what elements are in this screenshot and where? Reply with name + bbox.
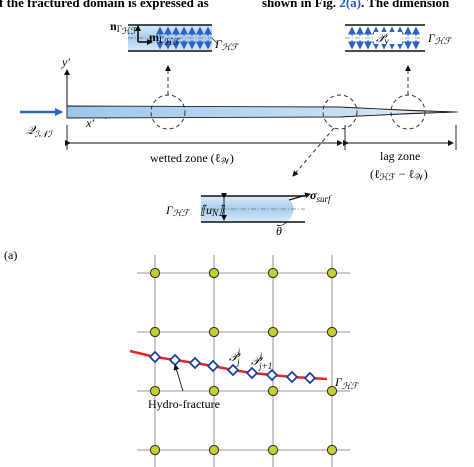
- leader-front: [292, 127, 335, 177]
- zoom-box-lag: 𝒫v Γℋℱ: [345, 24, 453, 52]
- grid-node: [208, 385, 220, 397]
- panel-a: y′ x′ 𝒬ℐ𝒩ℐ wetted zone (ℓ𝒲) lag zone (ℓℋ…: [4, 19, 460, 262]
- grid-node: [326, 444, 338, 456]
- surface-tension-label: σsurf: [310, 188, 332, 204]
- fracture-node: [226, 363, 240, 377]
- header-right-text: shown in Fig. 2(a). The dimension: [262, 0, 450, 10]
- grid-nodes: [149, 267, 338, 456]
- wetted-zone-label: wetted zone (ℓ𝒲): [150, 151, 234, 166]
- grid-node: [208, 444, 220, 456]
- grid-node: [326, 385, 338, 397]
- grid-node: [267, 385, 279, 397]
- fracture-node: [285, 370, 299, 384]
- fracture-nodes: [148, 350, 317, 385]
- contact-angle-arc: [276, 221, 288, 226]
- fracture-node: [265, 368, 279, 382]
- panel-a-label: (a): [4, 248, 17, 262]
- grid-node: [326, 267, 338, 279]
- figure-link[interactable]: 2(a): [339, 0, 361, 10]
- zoom-circle-front: [322, 94, 358, 130]
- grid-node: [149, 444, 161, 456]
- x-axis-label: x′: [85, 116, 94, 130]
- header: f the fractured domain is expressed as s…: [0, 0, 450, 10]
- grid-node: [267, 444, 279, 456]
- hydro-fracture-label: Hydro-fracture: [148, 397, 220, 411]
- gamma-label-grid: Γℋℱ: [334, 375, 360, 391]
- grid-node: [208, 326, 220, 338]
- fracture-node: [303, 371, 317, 385]
- fracture-node: [245, 366, 259, 380]
- surface-tension-arrow: [288, 192, 311, 201]
- contact-angle-label: θ: [276, 224, 282, 238]
- grid-node: [326, 326, 338, 338]
- grid-node: [208, 267, 220, 279]
- grid-lines: [137, 255, 350, 467]
- lag-zone-tip: [344, 107, 457, 117]
- zoom-box-wetted: nΓℋℱ mΓℋℱ Γℋℱ: [110, 19, 240, 52]
- grid-node: [267, 267, 279, 279]
- gamma-label-lag: Γℋℱ: [427, 31, 453, 46]
- fracture-node: [188, 356, 202, 370]
- grid-node: [267, 326, 279, 338]
- hydro-fracture-pointer: [173, 364, 184, 392]
- fracture-node: [168, 353, 182, 367]
- grid-node: [149, 385, 161, 397]
- gamma-label-wetted: Γℋℱ: [214, 37, 240, 52]
- zoom-box-front: ⟦uN⟧ Γℋℱ σsurf θ: [165, 188, 332, 238]
- tangent-label: mΓℋℱ: [149, 30, 180, 47]
- inflow-label: 𝒬ℐ𝒩ℐ: [26, 123, 53, 139]
- grid-node: [149, 326, 161, 338]
- lag-zone-label: lag zone: [380, 149, 420, 163]
- wetted-pressure-arrows: [156, 26, 212, 50]
- lag-zone-formula: (ℓℋℱ − ℓ𝒲): [370, 167, 428, 182]
- header-left-text: f the fractured domain is expressed as: [0, 0, 209, 10]
- gamma-label-front: Γℋℱ: [165, 203, 191, 218]
- normal-label: nΓℋℱ: [110, 19, 138, 36]
- fracture-body: [66, 105, 457, 119]
- y-axis-label: y′: [61, 55, 70, 69]
- fracture-node: [148, 350, 162, 364]
- grid-node: [149, 267, 161, 279]
- fracture-node: [206, 359, 220, 373]
- aperture-label: ⟦uN⟧: [200, 203, 226, 218]
